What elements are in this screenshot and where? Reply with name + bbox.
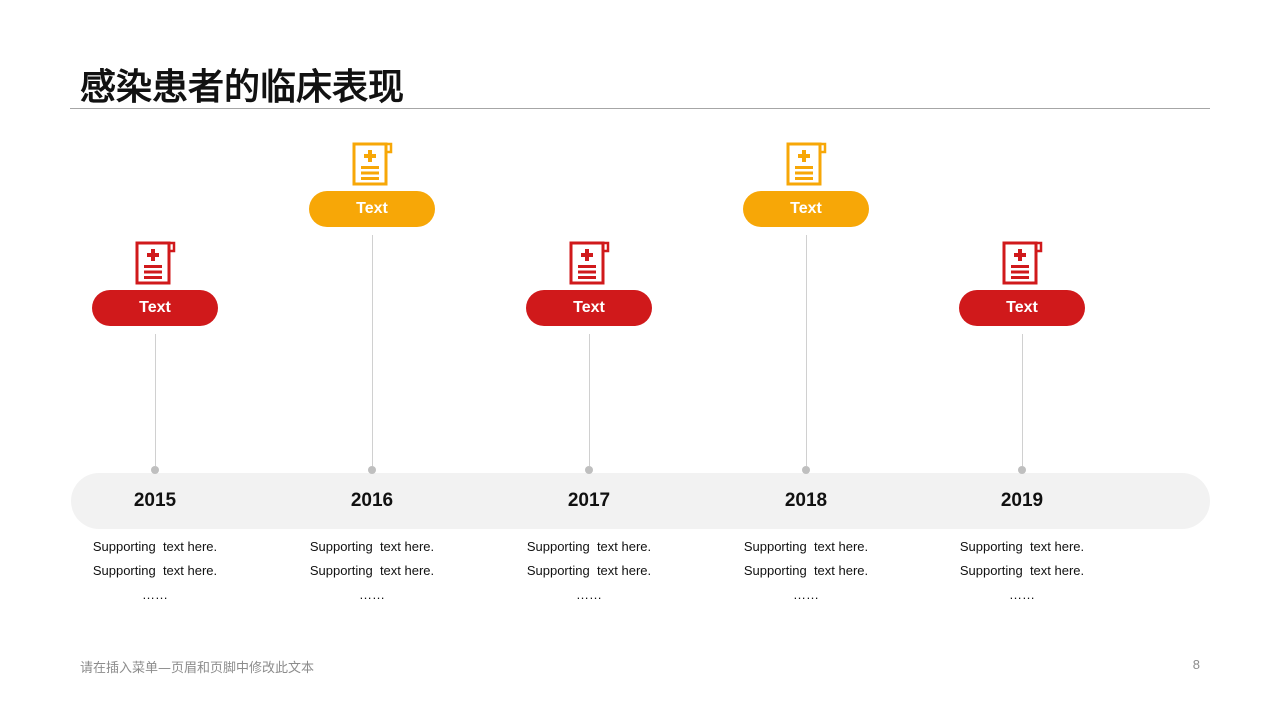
timeline-dot (151, 466, 159, 474)
timeline-year: 2018 (784, 490, 828, 511)
medical-report-icon (135, 241, 177, 285)
timeline-dot (802, 466, 810, 474)
timeline-description: Supporting text here. Supporting text her… (942, 535, 1102, 607)
timeline-dot (368, 466, 376, 474)
supporting-text-line: Supporting text here. (743, 563, 869, 578)
timeline-label-pill: Text (526, 290, 652, 326)
medical-report-icon (352, 142, 394, 186)
title-divider (70, 108, 1210, 109)
timeline-description: Supporting text here. Supporting text her… (509, 535, 669, 607)
timeline-connector (372, 235, 373, 466)
supporting-text-line: Supporting text here. (526, 539, 652, 554)
supporting-text-line: …… (1009, 587, 1035, 602)
timeline-label-pill: Text (959, 290, 1085, 326)
supporting-text-line: …… (576, 587, 602, 602)
supporting-text-line: Supporting text here. (959, 563, 1085, 578)
medical-report-icon (569, 241, 611, 285)
supporting-text-line: Supporting text here. (959, 539, 1085, 554)
timeline-year: 2019 (1000, 490, 1044, 511)
supporting-text-line: …… (793, 587, 819, 602)
supporting-text-line: Supporting text here. (526, 563, 652, 578)
timeline-connector (589, 334, 590, 466)
supporting-text-line: Supporting text here. (92, 563, 218, 578)
timeline-description: Supporting text here. Supporting text her… (75, 535, 235, 607)
supporting-text-line: Supporting text here. (309, 563, 435, 578)
timeline-year: 2015 (133, 490, 177, 511)
timeline-year: 2017 (567, 490, 611, 511)
timeline-dot (585, 466, 593, 474)
supporting-text-line: …… (359, 587, 385, 602)
timeline-connector (155, 334, 156, 466)
medical-report-icon (786, 142, 828, 186)
timeline-connector (806, 235, 807, 466)
timeline-label-pill: Text (743, 191, 869, 227)
supporting-text-line: Supporting text here. (743, 539, 869, 554)
supporting-text-line: Supporting text here. (309, 539, 435, 554)
footer-text: 请在插入菜单—页眉和页脚中修改此文本 (80, 661, 315, 676)
page-number: 8 (1192, 657, 1200, 672)
timeline-description: Supporting text here. Supporting text her… (726, 535, 886, 607)
supporting-text-line: Supporting text here. (92, 539, 218, 554)
timeline-year: 2016 (350, 490, 394, 511)
medical-report-icon (1002, 241, 1044, 285)
timeline-label-pill: Text (309, 191, 435, 227)
timeline-bar (71, 473, 1210, 529)
page-title: 感染患者的临床表现 (80, 67, 405, 108)
timeline-label-pill: Text (92, 290, 218, 326)
timeline-connector (1022, 334, 1023, 466)
supporting-text-line: …… (142, 587, 168, 602)
timeline-dot (1018, 466, 1026, 474)
timeline-description: Supporting text here. Supporting text her… (292, 535, 452, 607)
